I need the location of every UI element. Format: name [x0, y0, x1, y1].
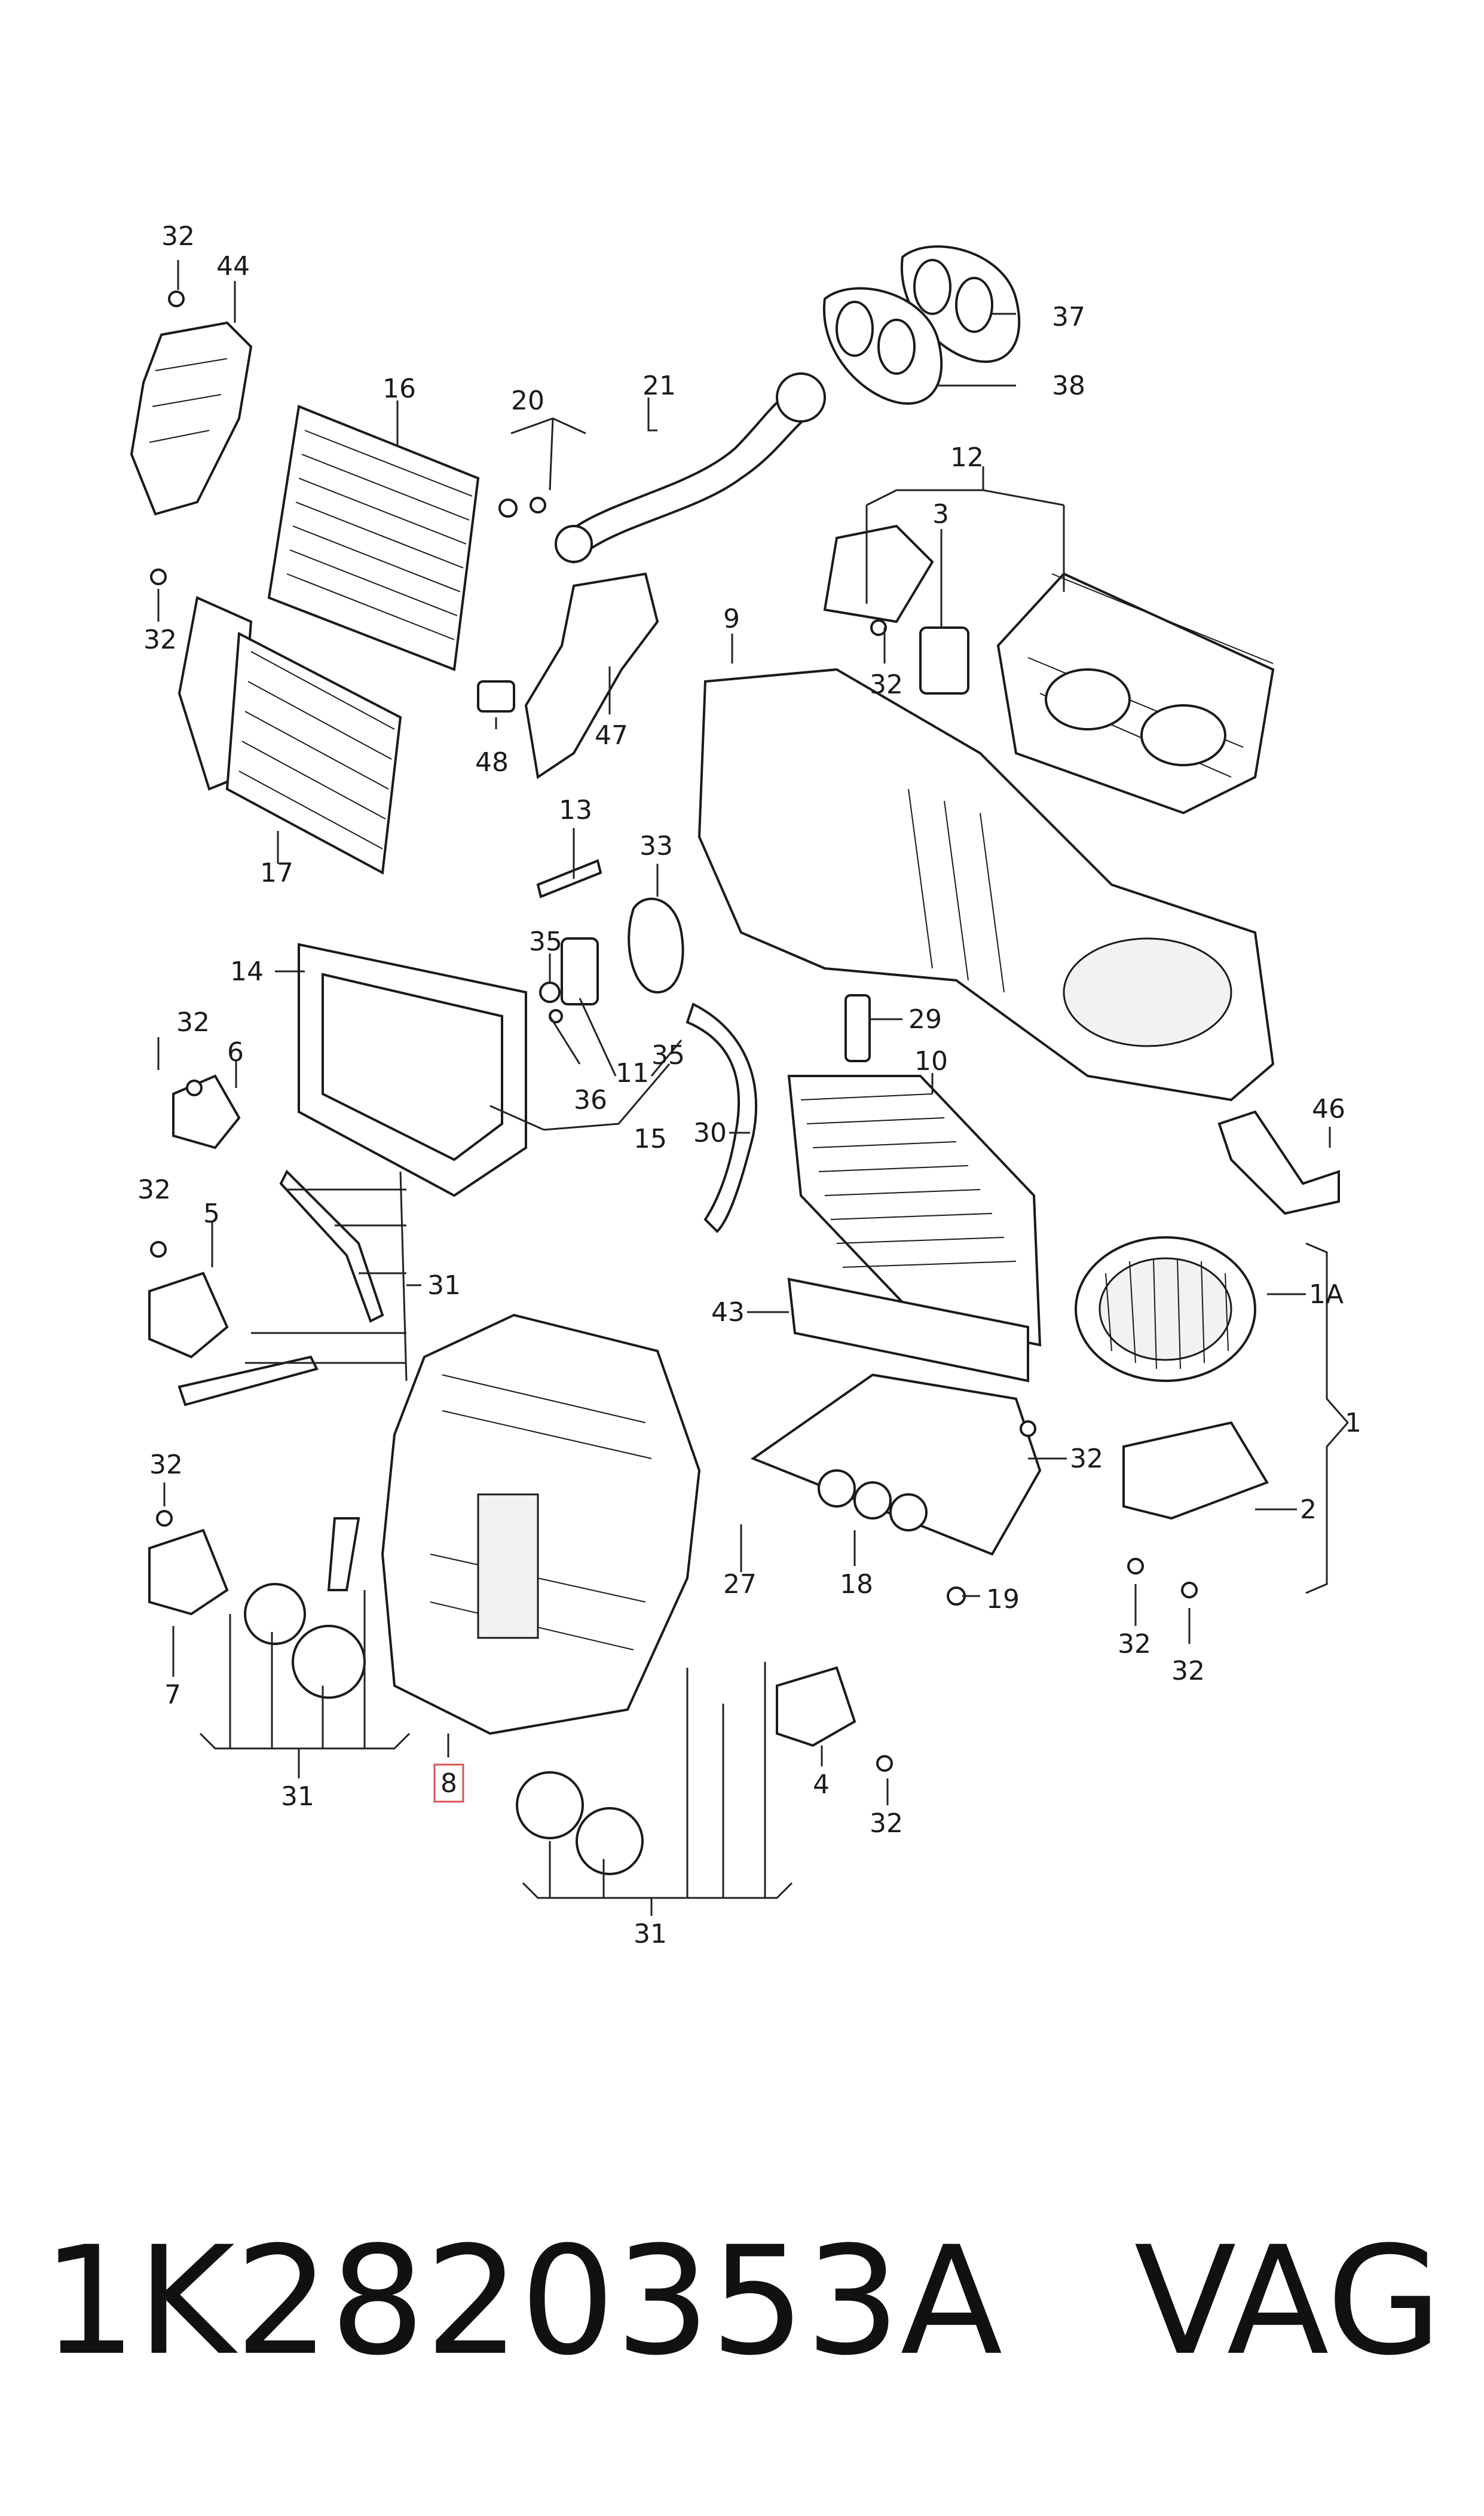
callout-44: 44 [216, 251, 250, 282]
callout-31: 31 [281, 1781, 314, 1812]
callout-33: 33 [640, 831, 673, 861]
brand-name: VAG [1134, 2214, 1442, 2388]
callout-32: 32 [137, 1175, 171, 1205]
part-number: 1K2820353A [42, 2214, 1003, 2388]
footer: 1K2820353A VAG [42, 2212, 1442, 2391]
callout-1: 1 [1345, 1408, 1361, 1438]
callout-32: 32 [149, 1450, 183, 1480]
callout-15: 15 [634, 1124, 667, 1154]
part-3-actuator [823, 524, 969, 695]
callout-6: 6 [227, 1037, 244, 1068]
part-12-upper-housing [996, 572, 1275, 815]
part-31-levers [178, 1169, 644, 1875]
callout-32: 32 [870, 669, 903, 700]
callout-32: 32 [1118, 1629, 1151, 1659]
callout-48: 48 [475, 747, 509, 778]
part-20-21-pipes [498, 372, 826, 564]
leader-lines [157, 260, 1349, 1916]
callout-27: 27 [723, 1569, 757, 1600]
callout-32: 32 [1070, 1444, 1103, 1474]
callout-17: 17 [260, 858, 293, 888]
callout-7: 7 [164, 1680, 181, 1710]
callout-37: 37 [1052, 302, 1085, 332]
callout-16: 16 [383, 374, 416, 404]
part-2-resistor [1122, 1421, 1269, 1520]
callout-12: 12 [950, 442, 984, 473]
callout-8: 8 [440, 1768, 457, 1799]
callout-13: 13 [559, 795, 592, 826]
part-14-frame [298, 943, 527, 1197]
callout-35: 35 [529, 927, 562, 957]
callout-32: 32 [870, 1808, 903, 1839]
part-9-main-housing [697, 668, 1275, 1102]
callout-5: 5 [203, 1199, 220, 1229]
callout-9: 9 [723, 604, 740, 634]
callout-35: 35 [651, 1040, 685, 1071]
callout-10: 10 [914, 1046, 948, 1077]
callout-30: 30 [693, 1118, 727, 1148]
part-13-33-35-11-36 [536, 859, 684, 1023]
part-44-bracket [130, 321, 253, 516]
part-8-distribution-housing [381, 1313, 701, 1735]
callout-32: 32 [161, 221, 195, 252]
callout-18: 18 [840, 1569, 873, 1600]
callout-4: 4 [813, 1769, 830, 1800]
part-37-38-seals [822, 245, 1021, 405]
callout-14: 14 [230, 956, 264, 987]
callout-21: 21 [642, 371, 676, 401]
callout-3: 3 [932, 499, 949, 530]
part-17-heater-core [178, 596, 402, 875]
callout-32: 32 [1171, 1656, 1205, 1686]
part-1A-blower [1075, 1236, 1256, 1382]
callout-20: 20 [511, 386, 544, 416]
callout-47: 47 [595, 720, 628, 751]
callout-labels: 32 44 16 20 21 37 38 12 3 32 9 32 47 48 … [137, 221, 1361, 1949]
callout-31: 31 [634, 1919, 667, 1949]
callout-11: 11 [616, 1058, 649, 1089]
part-47-48-bracket-bolt [477, 572, 659, 779]
callout-32: 32 [143, 625, 177, 655]
part-29-30-hose [686, 994, 871, 1233]
callout-32: 32 [176, 1007, 210, 1038]
callout-1A: 1A [1309, 1279, 1344, 1310]
callout-46: 46 [1312, 1094, 1345, 1124]
callout-19: 19 [986, 1584, 1020, 1615]
callout-38: 38 [1052, 371, 1085, 401]
callout-8-highlight-box [433, 1763, 464, 1803]
callout-36: 36 [574, 1085, 607, 1115]
callout-31: 31 [427, 1270, 461, 1301]
part-43-18-trays [750, 1277, 1042, 1556]
part-10-filter [787, 1075, 1042, 1347]
callout-2: 2 [1300, 1494, 1317, 1525]
part-16-evaporator [267, 405, 480, 671]
part-46-bracket [1217, 1110, 1340, 1215]
callout-29: 29 [908, 1004, 942, 1035]
callout-43: 43 [711, 1297, 745, 1328]
screws [150, 291, 1198, 1772]
